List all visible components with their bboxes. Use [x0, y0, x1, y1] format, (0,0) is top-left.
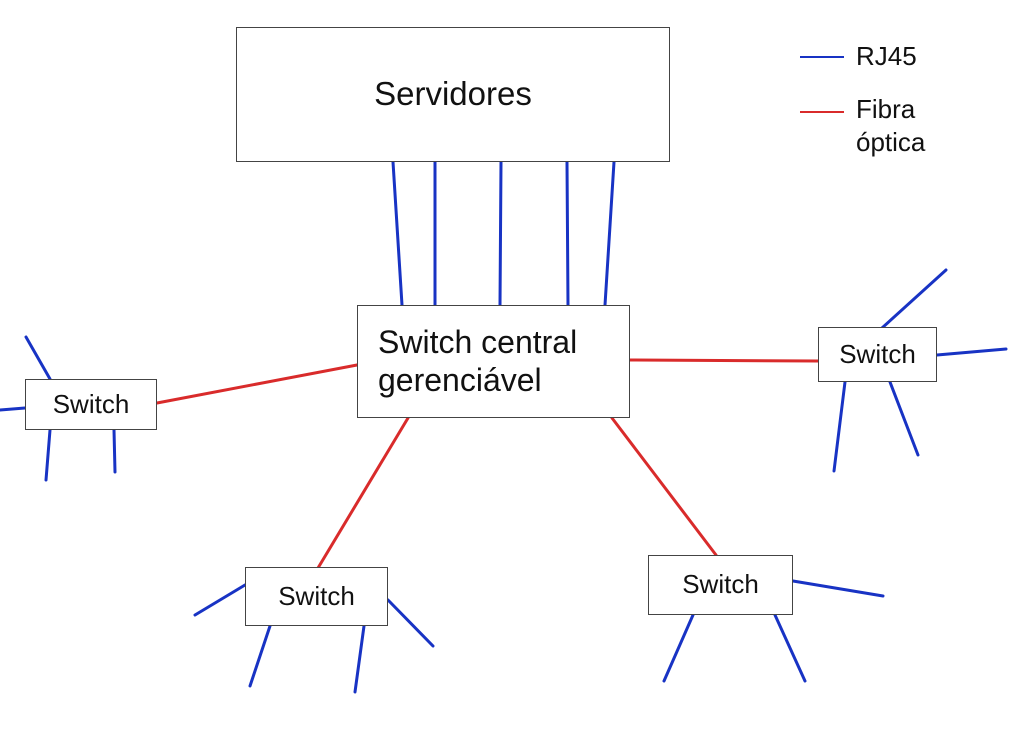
rj45-cable — [888, 380, 920, 457]
rj45-cable — [112, 428, 117, 474]
rj45-links — [0, 160, 1008, 694]
central-switch-label: Switch central gerenciável — [378, 324, 578, 398]
central-switch-box: Switch central gerenciável — [357, 305, 630, 418]
switch-left-box: Switch — [25, 379, 157, 430]
fiber-cable — [316, 416, 410, 570]
rj45-cable — [935, 347, 1008, 357]
fiber-cable — [610, 416, 718, 557]
legend-rj45-swatch — [800, 56, 844, 58]
switch-right-box: Switch — [818, 327, 937, 382]
switch-bottom-right-label: Switch — [682, 569, 759, 600]
fiber-cable — [628, 358, 820, 363]
switch-bottom-left-label: Switch — [278, 580, 355, 611]
rj45-cable — [391, 160, 404, 307]
rj45-cable — [24, 335, 52, 381]
rj45-cable — [773, 613, 807, 683]
rj45-cable — [0, 406, 27, 412]
servers-box: Servidores — [236, 27, 670, 162]
rj45-cable — [248, 624, 272, 688]
rj45-cable — [791, 579, 885, 598]
rj45-cable — [662, 613, 695, 683]
legend-fiber: Fibra óptica — [800, 93, 925, 158]
rj45-cable — [386, 598, 435, 648]
switch-bottom-left-box: Switch — [245, 567, 388, 626]
fiber-cable — [155, 363, 359, 405]
switch-bottom-right-box: Switch — [648, 555, 793, 615]
rj45-cable — [193, 583, 247, 617]
legend-fiber-label: Fibra óptica — [856, 94, 926, 157]
rj45-cable — [353, 624, 366, 694]
rj45-cable — [832, 380, 847, 473]
servers-label: Servidores — [374, 75, 532, 113]
switch-left-label: Switch — [52, 388, 130, 419]
rj45-cable — [565, 160, 570, 307]
legend-rj45-label: RJ45 — [856, 41, 917, 71]
switch-right-label: Switch — [839, 338, 916, 369]
rj45-cable — [880, 268, 948, 330]
rj45-cable — [44, 428, 52, 482]
legend-fiber-swatch — [800, 111, 844, 113]
fiber-links — [155, 358, 820, 570]
rj45-cable — [498, 160, 503, 307]
rj45-cable — [603, 160, 616, 307]
legend-rj45: RJ45 — [800, 40, 917, 73]
